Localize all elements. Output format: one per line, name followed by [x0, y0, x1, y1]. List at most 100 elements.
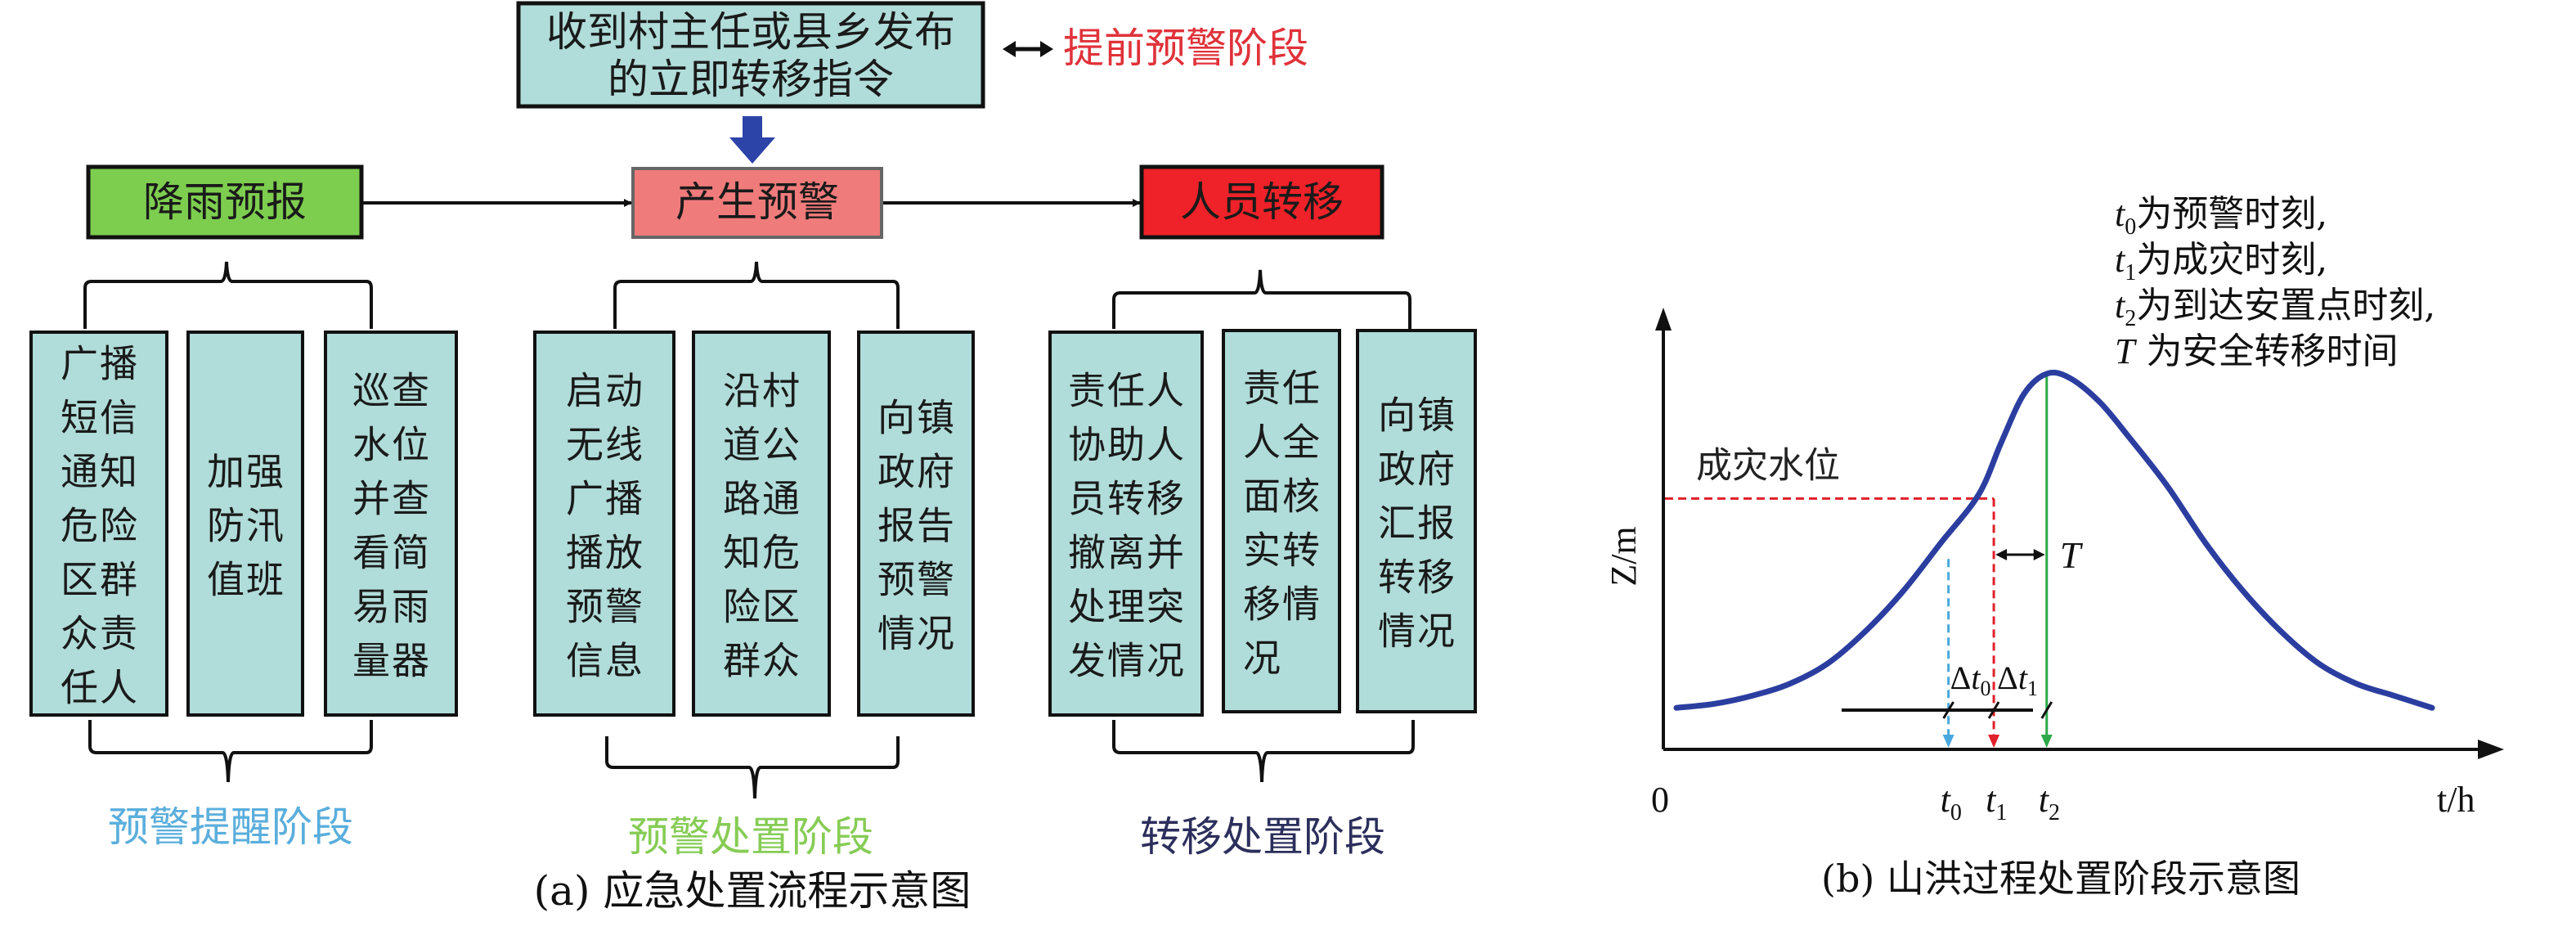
detail-box-char: 水	[352, 422, 390, 466]
detail-box-char: 线	[605, 422, 643, 466]
main-step-personnel-transfer: 人员转移	[1139, 164, 1384, 240]
caption-b: (b) 山洪过程处置阶段示意图	[1821, 857, 2300, 901]
detail-box-char: 人	[1147, 422, 1184, 466]
detail-box-char: 任	[1282, 366, 1320, 410]
detail-box-char: 无	[566, 422, 604, 466]
detail-box-char: 危	[762, 530, 800, 574]
detail-box-frame	[1222, 329, 1341, 713]
detail-box-char: 群	[723, 638, 761, 682]
detail-box-char: 府	[917, 449, 954, 493]
detail-box-char: 移	[1417, 555, 1455, 599]
detail-box-char: 移	[1243, 582, 1281, 626]
detail-box-frame	[533, 331, 675, 717]
legend-line: T 为安全转移时间	[2115, 331, 2398, 372]
detail-box-char: 班	[246, 557, 284, 601]
detail-box-char: 播	[605, 476, 643, 520]
detail-box-char: 位	[392, 422, 429, 466]
detail-box-char: 离	[1107, 530, 1145, 574]
detail-box-char: 信	[100, 395, 137, 439]
caption-a: (a) 应急处置流程示意图	[534, 867, 972, 915]
detail-box-char: 路	[723, 476, 761, 520]
stage-label-transfer-handling: 转移处置阶段	[1140, 813, 1385, 861]
legend-line: t2为到达安置点时刻,	[2115, 285, 2435, 331]
T-label: T	[2060, 534, 2084, 576]
detail-box-char: 放	[605, 530, 643, 574]
detail-box-char: 政	[877, 449, 915, 493]
detail-box-char: 情	[1107, 638, 1145, 682]
detail-box-char: 知	[723, 530, 761, 574]
detail-box-char: 向	[877, 395, 915, 439]
detail-box-char: 转	[1107, 476, 1145, 520]
detail-box-char: 查	[392, 476, 429, 520]
delta-t-tick	[2040, 701, 2053, 719]
detail-box-char: 政	[1378, 447, 1416, 491]
detail-box-char: 简	[392, 530, 429, 574]
top-brace-3	[1112, 269, 1411, 329]
detail-box-char: 播	[100, 341, 137, 385]
detail-box-char: 息	[605, 638, 643, 682]
detail-box-char: 危	[61, 503, 98, 547]
detail-box-char: 道	[723, 422, 761, 466]
detail-box-frame	[29, 331, 168, 717]
detail-box-char: 区	[762, 584, 800, 628]
detail-box-frame	[324, 331, 458, 717]
x-tick-label: t1	[1986, 780, 2007, 825]
detail-box-char: 任	[61, 665, 98, 709]
T-arrow-right-icon	[2033, 549, 2045, 560]
detail-box-char: 公	[762, 422, 800, 466]
marker-arrow-t1-icon	[1988, 735, 2000, 748]
detail-box-char: 防	[207, 503, 245, 547]
detail-box-char: 处	[1068, 584, 1106, 628]
detail-box-char: 警	[605, 584, 643, 628]
delta-t-tick	[1942, 701, 1954, 719]
detail-boxes: 广短通危区众任播信知险群责人加防值强汛班巡水并看易量查位查简雨器启无广播预信动线…	[29, 329, 1477, 717]
detail-box-char: 广	[61, 341, 98, 385]
detail-box-char: 报	[877, 503, 915, 547]
detail-box-char: 况	[917, 611, 954, 655]
detail-box-char: 转	[1378, 555, 1416, 599]
down-arrow-icon	[729, 116, 775, 164]
detail-box-char: 情	[877, 611, 915, 655]
detail-box-char: 协	[1068, 422, 1106, 466]
x-tick-label: t2	[2039, 780, 2060, 825]
trigger-box: 收到村主任或县乡发布 的立即转移指令	[516, 1, 985, 109]
detail-box-char: 撤	[1068, 530, 1106, 574]
detail-box-char: 易	[352, 584, 390, 628]
detail-box-char: 况	[1417, 609, 1455, 653]
y-axis-label: Z/m	[1604, 526, 1644, 586]
detail-box-char: 移	[1147, 476, 1184, 520]
detail-box-char: 启	[566, 368, 604, 412]
left-panel: 收到村主任或县乡发布 的立即转移指令 提前预警阶段 降雨预报 产生预警 人员转移	[29, 1, 1477, 915]
detail-box-char: 理	[1107, 584, 1145, 628]
detail-box-char: 责	[100, 611, 137, 655]
detail-box-char: 群	[100, 557, 137, 601]
water-level-curve	[1673, 369, 2435, 711]
detail-box-char: 况	[1243, 636, 1281, 680]
detail-box-char: 任	[1107, 368, 1145, 412]
legend: t0为预警时刻,t1为成灾时刻,t2为到达安置点时刻,T 为安全转移时间	[2115, 193, 2435, 372]
detail-box-char: 人	[1147, 368, 1184, 412]
detail-box-char: 实	[1243, 528, 1281, 572]
detail-box-char: 预	[566, 584, 604, 628]
detail-box-char: 查	[392, 368, 429, 412]
detail-box-char: 信	[566, 638, 604, 682]
main-step-rainfall-forecast: 降雨预报	[86, 164, 364, 240]
detail-box-char: 员	[1068, 476, 1106, 520]
stage-label-warning-reminder: 预警提醒阶段	[108, 803, 353, 851]
top-brace-1	[83, 261, 373, 329]
marker-arrow-t0-icon	[1942, 735, 1954, 748]
marker-arrow-t2-icon	[2040, 735, 2053, 748]
detail-box-char: 知	[100, 449, 137, 493]
detail-box-char: 责	[1068, 368, 1106, 412]
detail-box-char: 并	[352, 476, 390, 520]
detail-box-char: 镇	[917, 395, 954, 439]
